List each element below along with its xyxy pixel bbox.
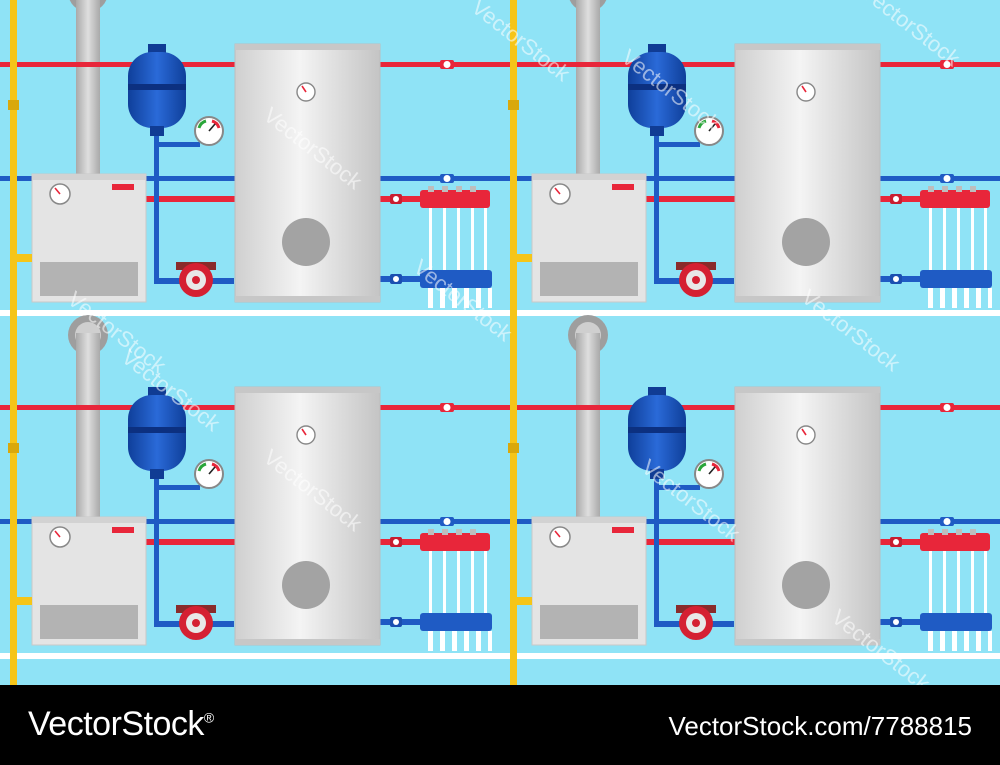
registered-mark: ® <box>203 709 214 726</box>
stock-banner: VectorStock® VectorStock.com/7788815 <box>0 685 1000 765</box>
gas-pipe <box>8 0 519 685</box>
brand-name: VectorStock <box>28 705 204 743</box>
boiler-room-illustration: VectorStock VectorStock VectorStock Vect… <box>0 0 1000 685</box>
brand-logo[interactable]: VectorStock® <box>28 705 214 744</box>
image-id-link[interactable]: VectorStock.com/7788815 <box>668 711 972 741</box>
